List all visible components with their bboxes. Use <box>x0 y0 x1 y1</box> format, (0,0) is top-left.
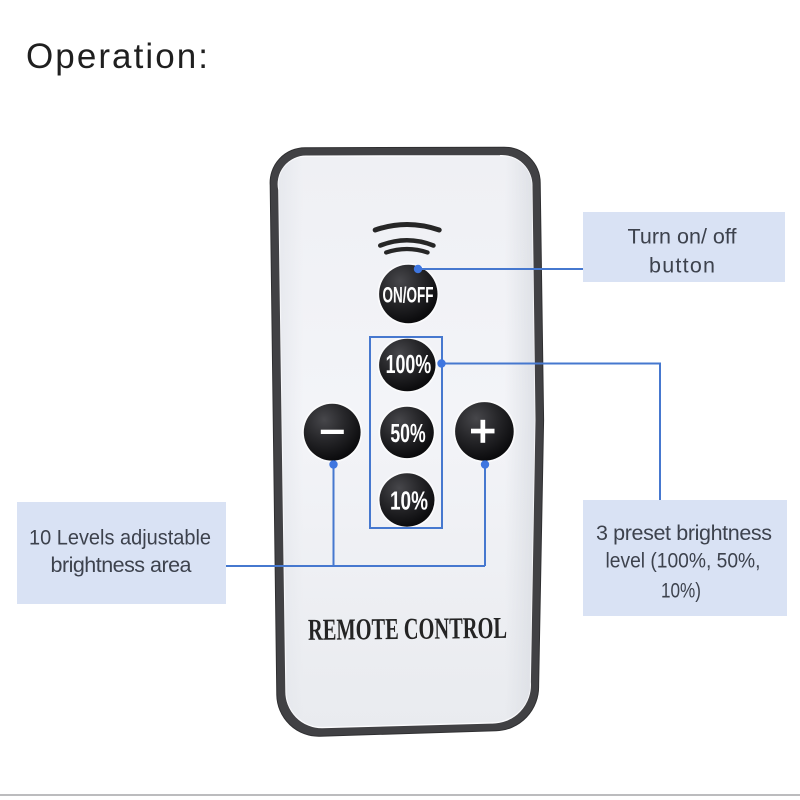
svg-text:100%: 100% <box>386 349 432 379</box>
svg-text:brightness area: brightness area <box>51 553 192 577</box>
svg-text:REMOTE CONTROL: REMOTE CONTROL <box>308 611 507 647</box>
svg-text:Operation:: Operation: <box>26 37 208 76</box>
svg-text:50%: 50% <box>390 418 425 448</box>
svg-text:ON/OFF: ON/OFF <box>383 283 434 308</box>
svg-text:level (100%, 50%,: level (100%, 50%, <box>606 549 761 573</box>
svg-text:button: button <box>649 254 715 278</box>
svg-text:10 Levels adjustable: 10 Levels adjustable <box>29 526 211 550</box>
svg-text:10%: 10% <box>390 486 428 516</box>
svg-text:3 preset brightness: 3 preset brightness <box>596 521 772 545</box>
svg-text:10%): 10%) <box>661 579 701 603</box>
svg-text:Turn on/ off: Turn on/ off <box>628 225 737 249</box>
